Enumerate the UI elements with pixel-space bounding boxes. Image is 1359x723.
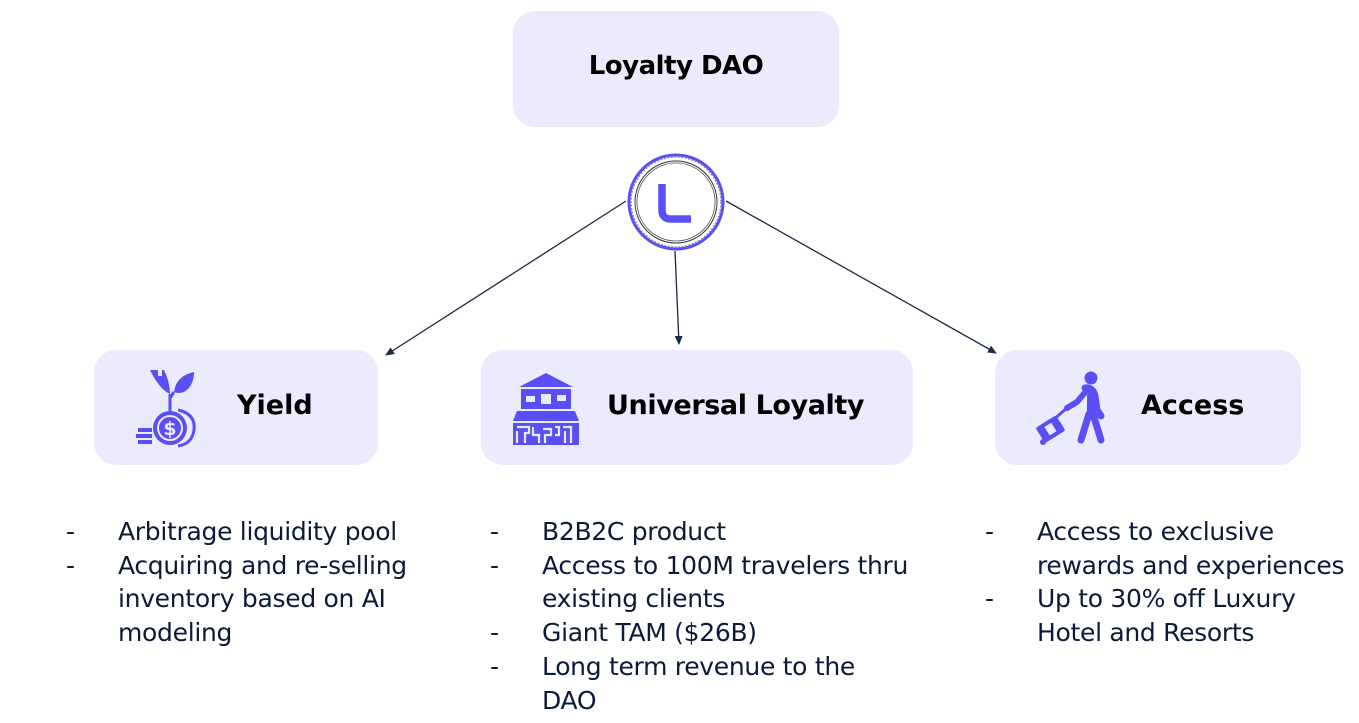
branch-node-universal-loyalty: Universal Loyalty — [481, 350, 913, 465]
yield-bullet-list: - Arbitrage liquidity pool - Acquiring and… — [66, 515, 446, 650]
svg-text:$: $ — [163, 418, 176, 440]
bullet-dash: - — [985, 517, 994, 546]
bullet-dash: - — [490, 651, 499, 681]
list-item: - B2B2C product — [490, 515, 910, 549]
universal-loyalty-bullet-list: - B2B2C product - Access to 100M travelers… — [490, 515, 910, 717]
branch-node-yield: $ Yield — [94, 350, 378, 465]
bullet-dash: - — [490, 550, 499, 580]
list-item-text: Access to 100M travelers thru existing c… — [542, 550, 909, 614]
bullet-dash: - — [985, 584, 994, 614]
list-item-text: B2B2C product — [542, 517, 726, 546]
list-item: - Giant TAM ($26B) — [490, 616, 910, 650]
root-node-loyalty-dao: Loyalty DAO — [513, 11, 839, 127]
list-item: - Up to 30% off Luxury Hotel and Resorts — [985, 582, 1345, 649]
branch-title-universal-loyalty: Universal Loyalty — [607, 390, 865, 421]
bullet-dash: - — [66, 550, 75, 580]
list-item-text: Access to exclusive rewards and experien… — [1037, 517, 1345, 580]
branch-title-yield: Yield — [237, 390, 313, 421]
list-item: - Long term revenue to the DAO — [490, 650, 910, 717]
arrow-to-universal-loyalty — [674, 250, 683, 345]
list-item-text: Giant TAM ($26B) — [542, 618, 757, 648]
bullet-dash: - — [490, 618, 499, 648]
branch-node-access: Access — [995, 350, 1301, 465]
list-item-text: Acquiring and re-selling inventory based… — [118, 550, 407, 648]
arrow-to-yield — [385, 200, 627, 356]
list-item-text: Up to 30% off Luxury Hotel and Resorts — [1037, 584, 1296, 648]
bullet-dash: - — [66, 517, 75, 546]
traveler-with-luggage-icon — [1036, 371, 1105, 445]
bullet-dash: - — [490, 517, 499, 546]
money-plant-coins-icon: $ — [136, 370, 196, 448]
list-item: - Access to exclusive rewards and experie… — [985, 515, 1345, 582]
list-item-text: Arbitrage liquidity pool — [118, 517, 397, 546]
list-item: - Arbitrage liquidity pool — [66, 515, 446, 549]
list-item: - Acquiring and re-selling inventory base… — [66, 549, 446, 650]
arrow-to-access — [725, 200, 997, 354]
hotel-building-icon — [513, 373, 579, 445]
list-item-text: Long term revenue to the DAO — [542, 651, 855, 715]
branch-title-access: Access — [1141, 390, 1245, 421]
access-bullet-list: - Access to exclusive rewards and experie… — [985, 515, 1345, 650]
list-item: - Access to 100M travelers thru existing … — [490, 549, 910, 616]
loyalty-l-coin-icon — [627, 153, 725, 251]
root-node-title: Loyalty DAO — [588, 51, 764, 81]
